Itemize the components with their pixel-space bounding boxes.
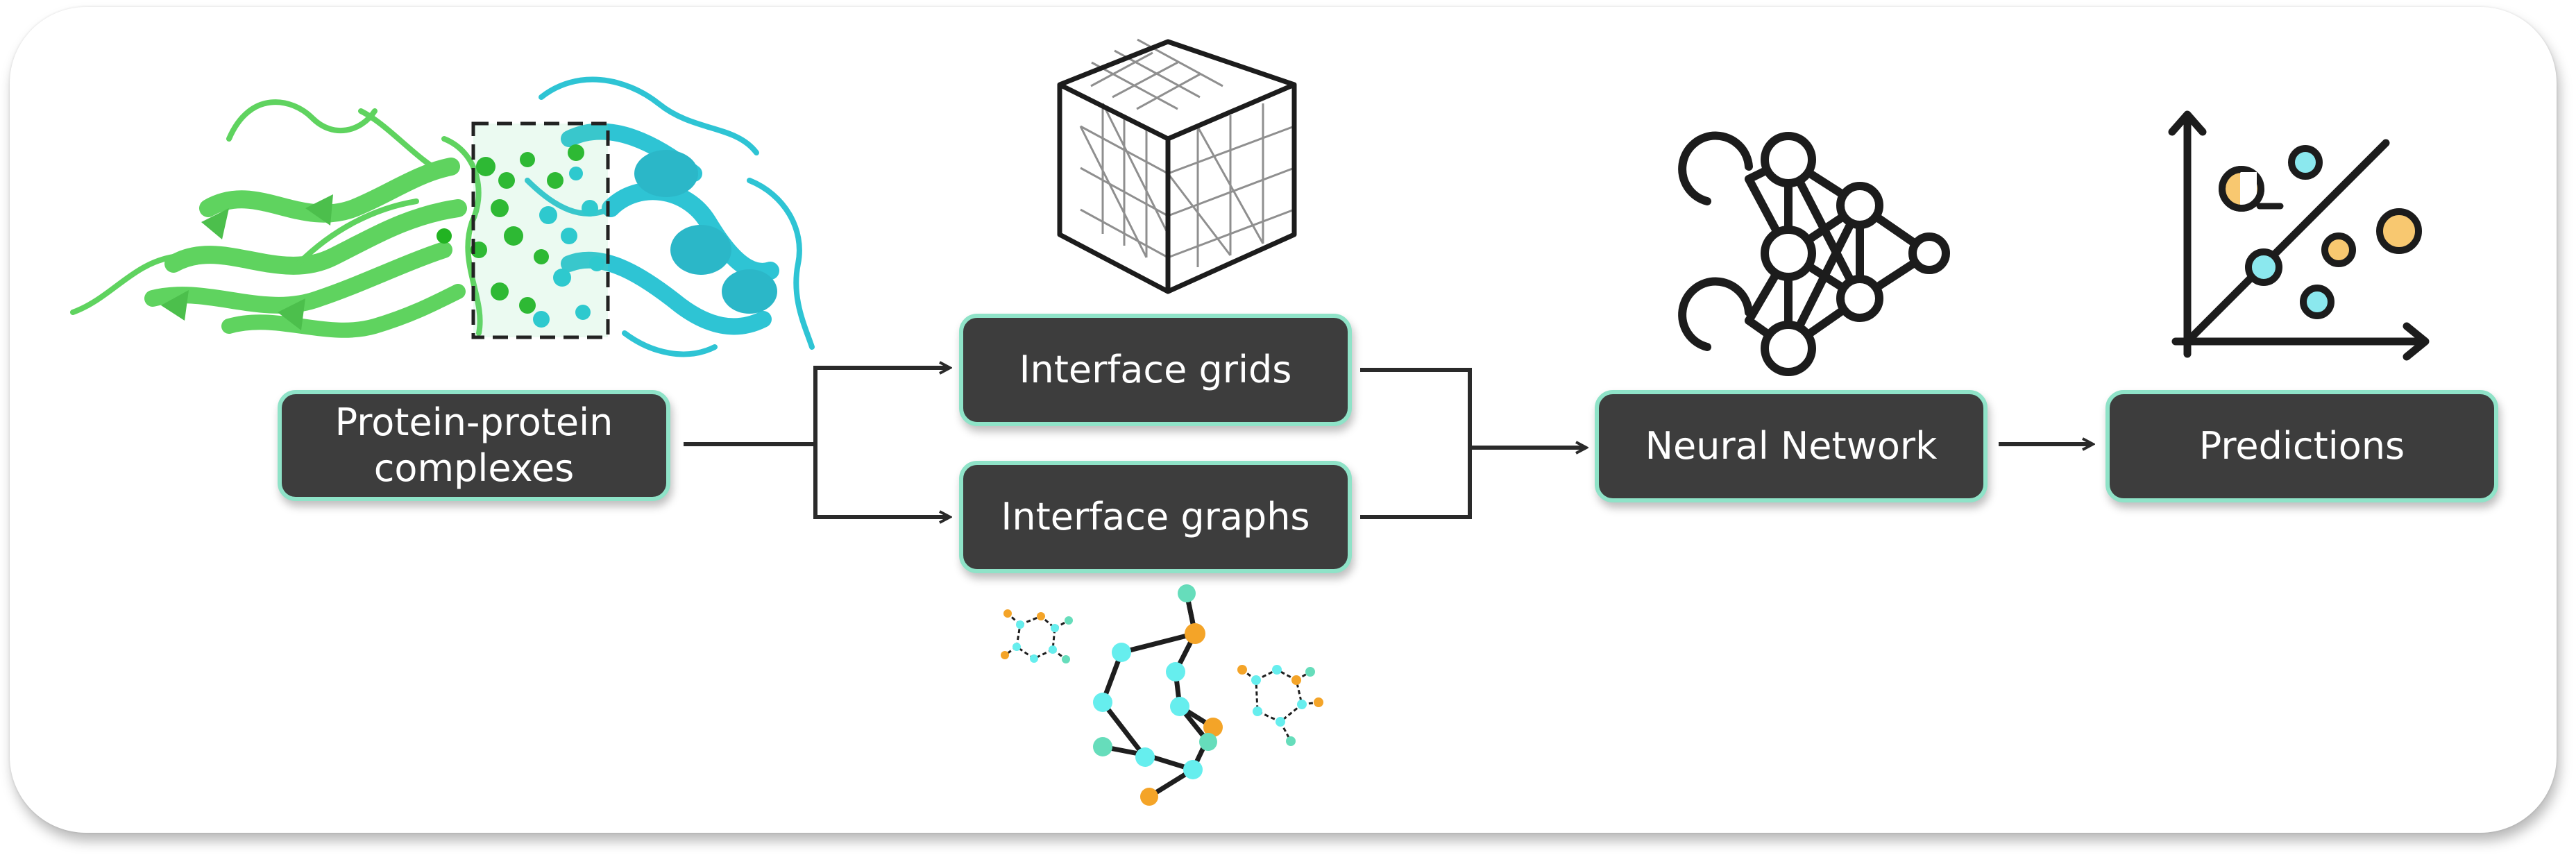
node-interface-grids-label: Interface grids	[1019, 348, 1292, 391]
node-protein-complexes-label: Protein-protein complexes	[334, 400, 613, 490]
node-protein-complexes: Protein-protein complexes	[278, 390, 670, 501]
scatter-plot-icon	[2168, 110, 2430, 361]
flow-connectors	[684, 368, 2092, 517]
node-predictions: Predictions	[2105, 390, 2498, 502]
node-interface-graphs: Interface graphs	[959, 461, 1352, 573]
node-interface-graphs-label: Interface graphs	[1001, 495, 1310, 539]
neural-network-icon	[1678, 131, 1950, 376]
node-predictions-label: Predictions	[2198, 424, 2405, 468]
cube-grid-icon	[1057, 38, 1297, 294]
molecule-graph-icon	[1001, 584, 1323, 806]
protein-structure-icon	[70, 76, 815, 357]
node-interface-grids: Interface grids	[959, 314, 1352, 426]
node-neural-network: Neural Network	[1595, 390, 1988, 502]
node-neural-network-label: Neural Network	[1645, 424, 1938, 468]
